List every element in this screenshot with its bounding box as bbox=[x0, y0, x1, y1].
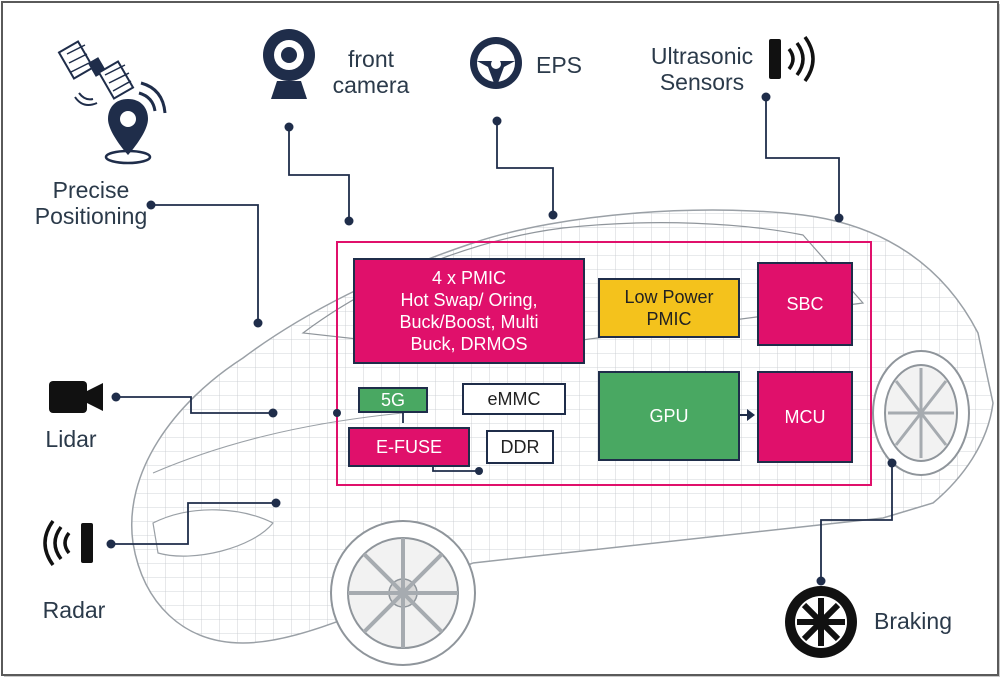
block-emmc: eMMC bbox=[462, 383, 566, 415]
block-ddr: DDR bbox=[486, 430, 554, 464]
ultrasonic-line-2: Sensors bbox=[659, 69, 745, 95]
line-efuse-ddr bbox=[432, 465, 479, 472]
wheel-icon bbox=[785, 586, 857, 658]
location-pin-icon bbox=[104, 81, 167, 165]
car-hood-line bbox=[152, 412, 404, 474]
label-eps: EPS bbox=[535, 52, 583, 78]
lidar-camera-icon bbox=[49, 381, 103, 413]
label-front-camera: front camera bbox=[321, 46, 421, 98]
webcam-icon bbox=[263, 29, 315, 99]
label-lidar: Lidar bbox=[45, 426, 97, 452]
label-braking: Braking bbox=[874, 608, 952, 634]
line-positioning bbox=[151, 204, 259, 323]
block-5g: 5G bbox=[358, 387, 428, 413]
positioning-line-1: Precise bbox=[52, 177, 130, 203]
low-power-pmic-line-1: Low Power bbox=[624, 287, 714, 307]
block-pmic: 4 x PMIC Hot Swap/ Oring, Buck/Boost, Mu… bbox=[353, 258, 585, 364]
steering-wheel-icon bbox=[470, 37, 522, 89]
ecu-enclosure bbox=[336, 241, 872, 486]
line-ultrasonic bbox=[765, 97, 840, 218]
line-camera bbox=[288, 127, 350, 221]
ultrasonic-line-1: Ultrasonic bbox=[650, 43, 754, 69]
connector-dots bbox=[106, 92, 897, 586]
block-efuse: E-FUSE bbox=[348, 427, 470, 467]
camera-line-1: front bbox=[347, 46, 395, 72]
camera-line-2: camera bbox=[332, 72, 410, 98]
satellite-icon bbox=[57, 40, 135, 106]
block-mcu: MCU bbox=[757, 371, 853, 463]
block-sbc: SBC bbox=[757, 262, 853, 346]
pmic-line-3: Buck/Boost, Multi bbox=[399, 312, 539, 332]
line-lidar bbox=[116, 396, 273, 414]
block-gpu: GPU bbox=[598, 371, 740, 461]
line-radar bbox=[111, 502, 276, 545]
connector-lines bbox=[111, 97, 893, 581]
line-eps bbox=[496, 121, 554, 215]
label-precise-positioning: Precise Positioning bbox=[21, 177, 161, 229]
block-low-power-pmic: Low Power PMIC bbox=[598, 278, 740, 338]
label-radar: Radar bbox=[42, 597, 106, 623]
pmic-line-4: Buck, DRMOS bbox=[410, 334, 528, 354]
ultrasonic-sensor-icon bbox=[769, 35, 815, 83]
radar-icon bbox=[43, 519, 93, 567]
positioning-line-2: Positioning bbox=[34, 203, 148, 229]
pmic-line-2: Hot Swap/ Oring, bbox=[400, 290, 538, 310]
pmic-line-1: 4 x PMIC bbox=[431, 268, 506, 288]
rear-wheel bbox=[872, 350, 970, 476]
low-power-pmic-line-2: PMIC bbox=[646, 309, 692, 329]
line-braking bbox=[820, 463, 893, 581]
label-ultrasonic-sensors: Ultrasonic Sensors bbox=[641, 43, 763, 95]
front-wheel bbox=[330, 520, 476, 666]
